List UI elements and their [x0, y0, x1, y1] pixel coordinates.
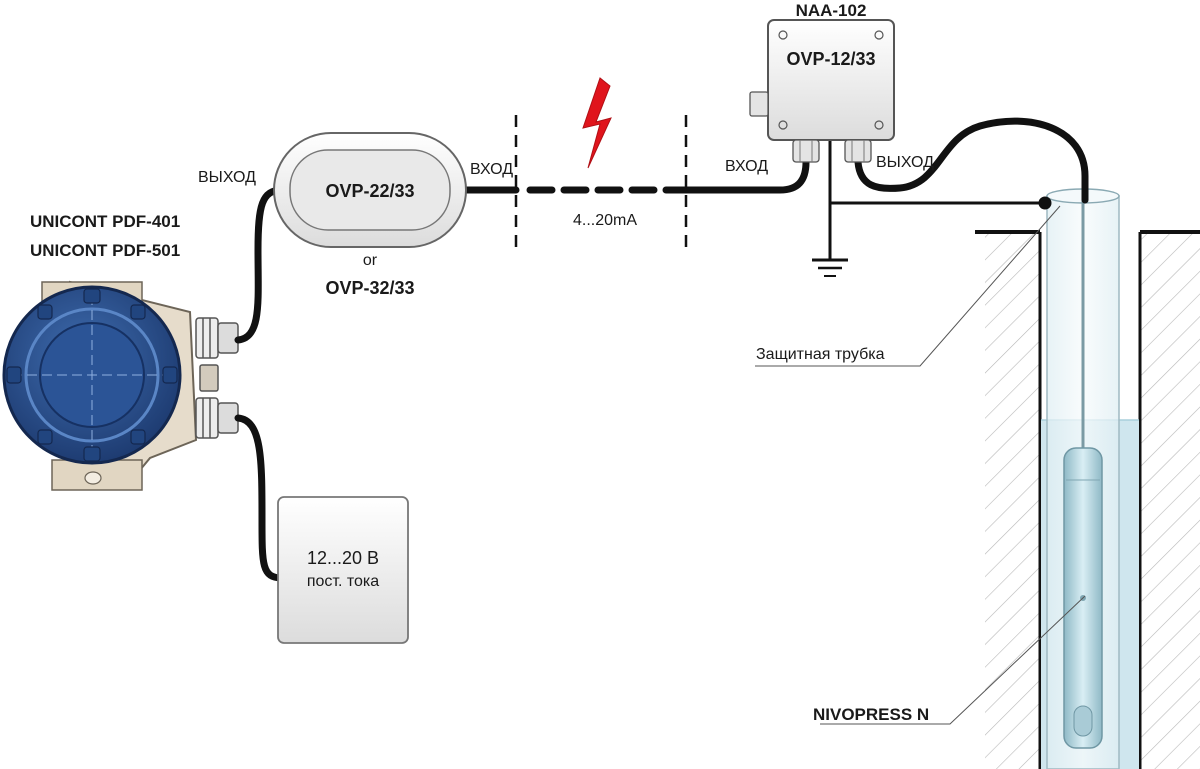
unicont-transmitter	[2, 280, 239, 491]
ovp-32-label: OVP-32/33	[325, 278, 415, 298]
probe-label: NIVOPRESS N	[813, 705, 930, 724]
lightning-icon	[582, 77, 612, 169]
nivopress-probe	[1063, 200, 1103, 749]
output-label-left: ВЫХОД	[198, 169, 256, 186]
power-voltage-label: 12...20 В	[306, 548, 380, 568]
leader-lines	[755, 205, 1086, 725]
transmitter-model-501: UNICONT PDF-501	[30, 241, 181, 260]
ovp-22-device	[273, 132, 467, 248]
cables	[234, 117, 1089, 582]
or-label: or	[362, 252, 378, 269]
input-label-right: ВХОД	[725, 158, 769, 175]
signal-label: 4...20mA	[572, 212, 638, 229]
power-type-label: пост. тока	[306, 573, 380, 590]
transmitter-model-401: UNICONT PDF-401	[30, 212, 181, 231]
output-label-right: ВЫХОД	[876, 154, 934, 171]
ovp-12-label: OVP-12/33	[786, 49, 876, 69]
protective-tube-label: Защитная трубка	[756, 346, 885, 363]
grounding	[812, 140, 1052, 277]
junction-box-label: NAA-102	[795, 1, 867, 20]
naa-102-junction-box	[749, 19, 895, 163]
ovp-22-label: OVP-22/33	[325, 181, 415, 201]
power-supply-box	[277, 496, 409, 644]
input-label-left: ВХОД	[470, 161, 514, 178]
zone-separators	[514, 115, 688, 250]
